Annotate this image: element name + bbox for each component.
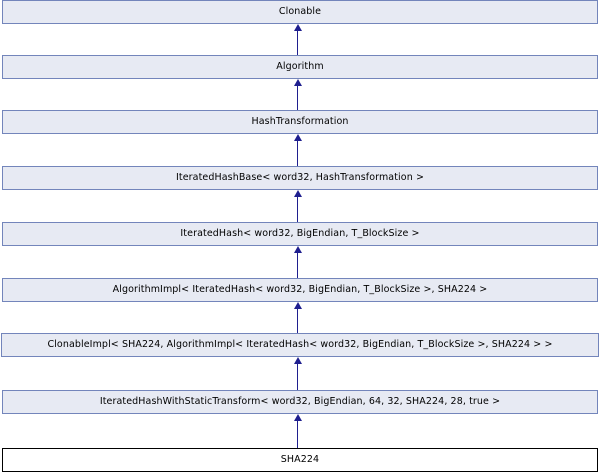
arrow-shaft xyxy=(297,252,298,278)
inheritance-arrow xyxy=(292,302,304,333)
arrow-shaft xyxy=(297,140,298,166)
inheritance-arrow xyxy=(292,79,304,110)
class-node-label: Clonable xyxy=(278,6,322,17)
class-node-clonable[interactable]: Clonable xyxy=(2,0,598,24)
arrow-head-icon xyxy=(294,24,302,31)
class-node-label: AlgorithmImpl< IteratedHash< word32, Big… xyxy=(112,284,488,295)
arrow-head-icon xyxy=(294,302,302,309)
class-node-algorithm[interactable]: Algorithm xyxy=(2,55,598,79)
class-node-clonable-impl[interactable]: ClonableImpl< SHA224, AlgorithmImpl< Ite… xyxy=(1,333,599,357)
class-node-sha224[interactable]: SHA224 xyxy=(2,448,598,472)
class-node-hash-transformation[interactable]: HashTransformation xyxy=(2,110,598,134)
arrow-head-icon xyxy=(294,357,302,364)
arrow-head-icon xyxy=(294,134,302,141)
inheritance-arrow xyxy=(292,24,304,55)
arrow-head-icon xyxy=(294,190,302,197)
class-node-label: IteratedHash< word32, BigEndian, T_Block… xyxy=(180,228,420,239)
class-node-label: IteratedHashBase< word32, HashTransforma… xyxy=(175,172,424,183)
class-node-label: Algorithm xyxy=(276,61,324,72)
class-node-label: IteratedHashWithStaticTransform< word32,… xyxy=(99,396,501,407)
inheritance-arrow xyxy=(292,414,304,448)
arrow-shaft xyxy=(297,308,298,333)
arrow-head-icon xyxy=(294,246,302,253)
class-node-iterated-hash-with-static-transform[interactable]: IteratedHashWithStaticTransform< word32,… xyxy=(2,390,598,414)
class-node-iterated-hash-base[interactable]: IteratedHashBase< word32, HashTransforma… xyxy=(2,166,598,190)
arrow-head-icon xyxy=(294,414,302,421)
arrow-head-icon xyxy=(294,79,302,86)
inheritance-arrow xyxy=(292,246,304,278)
class-node-algorithm-impl[interactable]: AlgorithmImpl< IteratedHash< word32, Big… xyxy=(2,278,598,302)
class-node-iterated-hash[interactable]: IteratedHash< word32, BigEndian, T_Block… xyxy=(2,222,598,246)
class-node-label: HashTransformation xyxy=(251,116,349,127)
class-node-label: SHA224 xyxy=(280,454,320,465)
inheritance-arrow xyxy=(292,134,304,166)
arrow-shaft xyxy=(297,196,298,222)
arrow-shaft xyxy=(297,85,298,110)
inheritance-arrow xyxy=(292,190,304,222)
inheritance-arrow xyxy=(292,357,304,390)
arrow-shaft xyxy=(297,420,298,448)
arrow-shaft xyxy=(297,30,298,55)
class-node-label: ClonableImpl< SHA224, AlgorithmImpl< Ite… xyxy=(47,339,553,350)
arrow-shaft xyxy=(297,363,298,390)
